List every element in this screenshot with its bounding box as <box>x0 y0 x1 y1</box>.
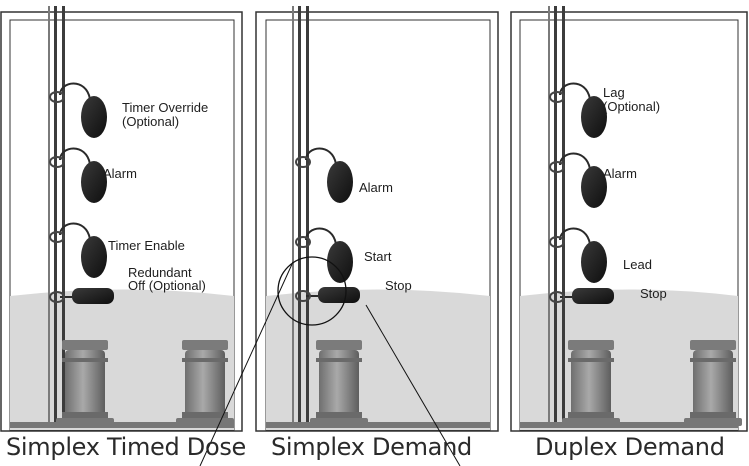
label-timer-enable: Timer Enable <box>108 238 185 253</box>
label-lead: Lead <box>623 257 652 272</box>
tank-duplex-demand <box>510 6 748 432</box>
caption-duplex-demand: Duplex Demand <box>535 433 725 461</box>
label-alarm-3: Alarm <box>603 166 637 181</box>
callout-leader-left <box>199 261 294 466</box>
caption-simplex-demand: Simplex Demand <box>271 433 472 461</box>
label-lag: Lag(Optional) <box>603 85 661 114</box>
label-alarm-1: Alarm <box>103 166 137 181</box>
detail-callout-circle <box>277 256 347 326</box>
tank-simplex-demand <box>255 6 499 432</box>
callout-leader-right <box>365 304 461 466</box>
tank-simplex-timed-dose <box>0 6 243 432</box>
label-start: Start <box>364 249 392 264</box>
caption-simplex-timed-dose: Simplex Timed Dose <box>6 433 246 461</box>
label-stop-1: Stop <box>385 278 412 293</box>
label-timer-override: Timer Override(Optional) <box>122 100 209 129</box>
label-alarm-2: Alarm <box>359 180 393 195</box>
label-stop-2: Stop <box>640 286 667 301</box>
